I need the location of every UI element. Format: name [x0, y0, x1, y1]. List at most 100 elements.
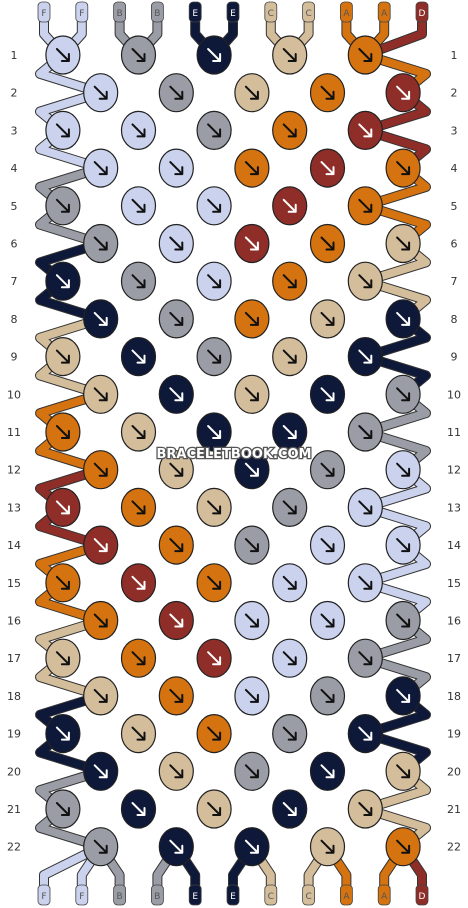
knot[interactable] [83, 676, 119, 716]
knot[interactable] [309, 299, 346, 339]
knot[interactable] [158, 450, 194, 490]
knot[interactable] [234, 299, 270, 339]
knot[interactable] [234, 223, 270, 264]
knot[interactable] [385, 676, 421, 716]
knot[interactable] [196, 412, 232, 452]
knot[interactable] [83, 751, 119, 791]
knot[interactable] [347, 789, 383, 829]
knot[interactable] [347, 638, 383, 678]
knot[interactable] [272, 412, 308, 452]
knot[interactable] [272, 638, 308, 678]
knot[interactable] [234, 148, 270, 188]
knot[interactable] [385, 299, 421, 339]
knot[interactable] [385, 525, 421, 565]
knot[interactable] [234, 374, 270, 414]
knot[interactable] [347, 35, 383, 75]
knot[interactable] [309, 751, 346, 791]
knot[interactable] [120, 261, 157, 301]
knot[interactable] [45, 186, 81, 226]
knot[interactable] [45, 261, 81, 301]
knot[interactable] [385, 374, 421, 414]
knot[interactable] [83, 223, 119, 264]
knot[interactable] [234, 751, 270, 791]
knot[interactable] [309, 374, 346, 414]
knot[interactable] [347, 713, 383, 754]
knot[interactable] [385, 73, 421, 113]
knot[interactable] [347, 186, 383, 226]
knot[interactable] [45, 337, 81, 377]
knot[interactable] [120, 186, 157, 226]
knot[interactable] [196, 337, 232, 377]
knot[interactable] [45, 35, 81, 75]
knot[interactable] [196, 487, 232, 527]
knot[interactable] [158, 600, 194, 641]
knot[interactable] [234, 600, 270, 641]
knot[interactable] [309, 450, 346, 490]
knot[interactable] [385, 148, 421, 188]
knot[interactable] [158, 223, 194, 264]
knot[interactable] [347, 261, 383, 301]
knot[interactable] [234, 73, 270, 113]
knot[interactable] [234, 450, 270, 490]
knot[interactable] [385, 450, 421, 490]
knot[interactable] [45, 110, 81, 150]
knot[interactable] [272, 713, 308, 754]
knot[interactable] [158, 676, 194, 716]
knot[interactable] [272, 789, 308, 829]
knot[interactable] [158, 751, 194, 791]
knot[interactable] [196, 110, 232, 150]
knot[interactable] [347, 110, 383, 150]
knot[interactable] [120, 638, 157, 678]
knot[interactable] [158, 148, 194, 188]
knot[interactable] [120, 487, 157, 527]
knot[interactable] [83, 600, 119, 641]
knot[interactable] [45, 638, 81, 678]
knot[interactable] [234, 525, 270, 565]
knot[interactable] [347, 487, 383, 527]
knot[interactable] [385, 223, 421, 264]
knot[interactable] [158, 299, 194, 339]
knot[interactable] [196, 638, 232, 678]
knot[interactable] [45, 713, 81, 754]
knot[interactable] [309, 676, 346, 716]
knot[interactable] [45, 563, 81, 603]
knot[interactable] [120, 337, 157, 377]
knot[interactable] [120, 412, 157, 452]
knot[interactable] [158, 73, 194, 113]
knot[interactable] [158, 525, 194, 565]
knot[interactable] [45, 789, 81, 829]
knot[interactable] [272, 487, 308, 527]
knot[interactable] [347, 563, 383, 603]
knot[interactable] [309, 600, 346, 641]
knot[interactable] [120, 35, 157, 75]
knot[interactable] [272, 186, 308, 226]
knot[interactable] [309, 223, 346, 264]
knot[interactable] [120, 713, 157, 754]
knot[interactable] [385, 827, 421, 867]
knot[interactable] [83, 148, 119, 188]
knot[interactable] [309, 827, 346, 867]
knot[interactable] [196, 789, 232, 829]
knot[interactable] [158, 374, 194, 414]
knot[interactable] [83, 73, 119, 113]
knot[interactable] [309, 148, 346, 188]
knot[interactable] [120, 789, 157, 829]
knot[interactable] [45, 487, 81, 527]
knot[interactable] [196, 713, 232, 754]
knot[interactable] [83, 374, 119, 414]
knot[interactable] [347, 412, 383, 452]
knot[interactable] [309, 525, 346, 565]
knot[interactable] [196, 186, 232, 226]
knot[interactable] [272, 261, 308, 301]
knot[interactable] [272, 110, 308, 150]
knot[interactable] [83, 450, 119, 490]
knot[interactable] [45, 412, 81, 452]
knot[interactable] [234, 827, 270, 867]
knot[interactable] [83, 827, 119, 867]
knot[interactable] [272, 337, 308, 377]
knot[interactable] [120, 563, 157, 603]
knot[interactable] [272, 563, 308, 603]
knot[interactable] [120, 110, 157, 150]
knot[interactable] [385, 600, 421, 641]
knot[interactable] [309, 73, 346, 113]
